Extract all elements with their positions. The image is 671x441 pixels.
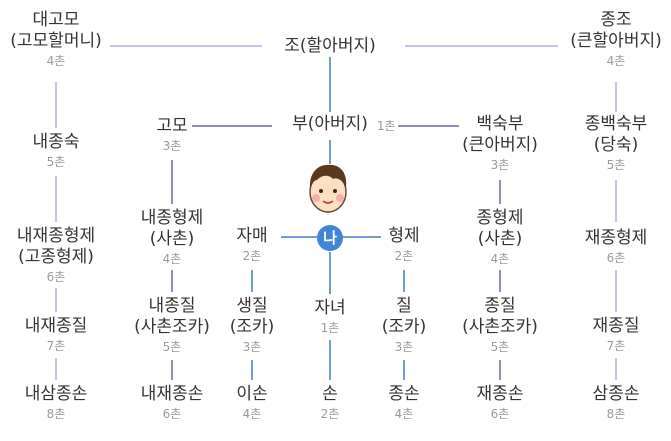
- node-aunt: 고모 3촌: [153, 116, 191, 155]
- node-degree: 3촌: [153, 137, 191, 155]
- node-degree: 5촌: [29, 153, 83, 171]
- node-name: 종백숙부: [581, 114, 651, 135]
- node-name-sub: (조카): [226, 317, 278, 338]
- node-name: 고모: [153, 116, 191, 137]
- node-degree: 6촌: [13, 268, 99, 286]
- node-grand-aunt: 대고모 (고모할머니) 4촌: [7, 10, 105, 70]
- node-name: 내종질: [131, 296, 213, 317]
- node-name: 종질: [459, 296, 541, 317]
- node-grandfather: 조(할아버지): [281, 36, 379, 57]
- node-name-sub: (조카): [378, 317, 430, 338]
- node-uncle-nephew: 종질 (사촌조카) 5촌: [459, 296, 541, 356]
- node-degree: 7촌: [21, 337, 91, 355]
- me-badge: 나: [317, 225, 343, 251]
- node-degree: 4촌: [385, 405, 423, 423]
- node-name: 내재종질: [21, 316, 91, 337]
- node-far-left-cousin2: 내재종형제 (고종형제) 6촌: [13, 226, 99, 286]
- node-sister: 자매 2촌: [233, 226, 271, 265]
- node-name-sub: (고종형제): [13, 247, 99, 268]
- node-far-right-cousin2: 재종형제 6촌: [581, 228, 651, 267]
- node-degree: 4촌: [473, 250, 527, 268]
- node-far-left-grandnephew2: 내삼종손 8촌: [21, 384, 91, 423]
- node-degree: 5촌: [581, 156, 651, 174]
- node-degree: 1촌: [374, 117, 398, 135]
- node-degree: 4촌: [567, 52, 665, 70]
- node-name: 부(아버지): [289, 114, 371, 135]
- node-name: 이손: [233, 384, 271, 405]
- node-name: 손: [319, 384, 341, 405]
- node-name: 종형제: [473, 208, 527, 229]
- node-uncle-in-law: 내종숙 5촌: [29, 132, 83, 171]
- node-name-sub: (사촌조카): [459, 317, 541, 338]
- node-degree: 6촌: [581, 249, 651, 267]
- node-degree: 2촌: [233, 247, 271, 265]
- node-degree: 6촌: [137, 405, 207, 423]
- node-child: 자녀 1촌: [311, 298, 349, 337]
- node-far-left-nephew2: 내재종질 7촌: [21, 316, 91, 355]
- node-brother-grandnephew: 종손 4촌: [385, 384, 423, 423]
- node-name: 재종형제: [581, 228, 651, 249]
- node-name: 형제: [385, 226, 423, 247]
- node-degree: 8촌: [589, 405, 643, 423]
- node-aunt-grandnephew: 내재종손 6촌: [137, 384, 207, 423]
- node-father: 부(아버지) 1촌: [289, 114, 398, 135]
- node-name-sub: (큰아버지): [459, 135, 541, 156]
- node-name: 내재종형제: [13, 226, 99, 247]
- node-name: 재종손: [473, 384, 527, 405]
- node-degree: 4촌: [7, 52, 105, 70]
- node-degree: 3촌: [378, 338, 430, 356]
- node-name: 종조: [567, 10, 665, 31]
- node-name: 종손: [385, 384, 423, 405]
- node-name-sub: (사촌): [137, 229, 207, 250]
- node-degree: 5촌: [459, 338, 541, 356]
- node-name: 질: [378, 296, 430, 317]
- node-name: 조(할아버지): [281, 36, 379, 57]
- node-brother-nephew: 질 (조카) 3촌: [378, 296, 430, 356]
- node-name: 재종질: [589, 316, 643, 337]
- node-aunt-cousin: 내종형제 (사촌) 4촌: [137, 208, 207, 268]
- node-name: 내종숙: [29, 132, 83, 153]
- node-name: 내삼종손: [21, 384, 91, 405]
- node-far-right-grandnephew2: 삼종손 8촌: [589, 384, 643, 423]
- node-name-sub: (당숙): [581, 135, 651, 156]
- node-degree: 4촌: [233, 405, 271, 423]
- node-degree: 3촌: [226, 338, 278, 356]
- node-degree: 4촌: [137, 250, 207, 268]
- node-brother: 형제 2촌: [385, 226, 423, 265]
- node-name: 내재종손: [137, 384, 207, 405]
- node-degree: 1촌: [311, 319, 349, 337]
- node-name-sub: (고모할머니): [7, 31, 105, 52]
- node-sister-nephew: 생질 (조카) 3촌: [226, 296, 278, 356]
- node-name-sub: (사촌조카): [131, 317, 213, 338]
- node-name: 대고모: [7, 10, 105, 31]
- node-degree: 6촌: [473, 405, 527, 423]
- node-name-sub: (사촌): [473, 229, 527, 250]
- node-degree: 8촌: [21, 405, 91, 423]
- node-name: 내종형제: [137, 208, 207, 229]
- node-degree: 3촌: [459, 156, 541, 174]
- boy-face-icon: [309, 164, 347, 213]
- node-uncle-cousin: 종형제 (사촌) 4촌: [473, 208, 527, 268]
- node-name: 삼종손: [589, 384, 643, 405]
- node-name: 자매: [233, 226, 271, 247]
- node-cousin-uncle: 종백숙부 (당숙) 5촌: [581, 114, 651, 174]
- node-aunt-nephew: 내종질 (사촌조카) 5촌: [131, 296, 213, 356]
- node-far-right-nephew2: 재종질 7촌: [589, 316, 643, 355]
- node-name: 생질: [226, 296, 278, 317]
- node-uncle-grandnephew: 재종손 6촌: [473, 384, 527, 423]
- node-name-sub: (큰할아버지): [567, 31, 665, 52]
- node-grandchild: 손 2촌: [319, 384, 341, 423]
- node-great-uncle: 종조 (큰할아버지) 4촌: [567, 10, 665, 70]
- node-uncle: 백숙부 (큰아버지) 3촌: [459, 114, 541, 174]
- node-name: 백숙부: [459, 114, 541, 135]
- node-degree: 2촌: [385, 247, 423, 265]
- node-sister-grandnephew: 이손 4촌: [233, 384, 271, 423]
- node-name: 자녀: [311, 298, 349, 319]
- node-degree: 2촌: [319, 405, 341, 423]
- node-degree: 5촌: [131, 338, 213, 356]
- node-degree: 7촌: [589, 337, 643, 355]
